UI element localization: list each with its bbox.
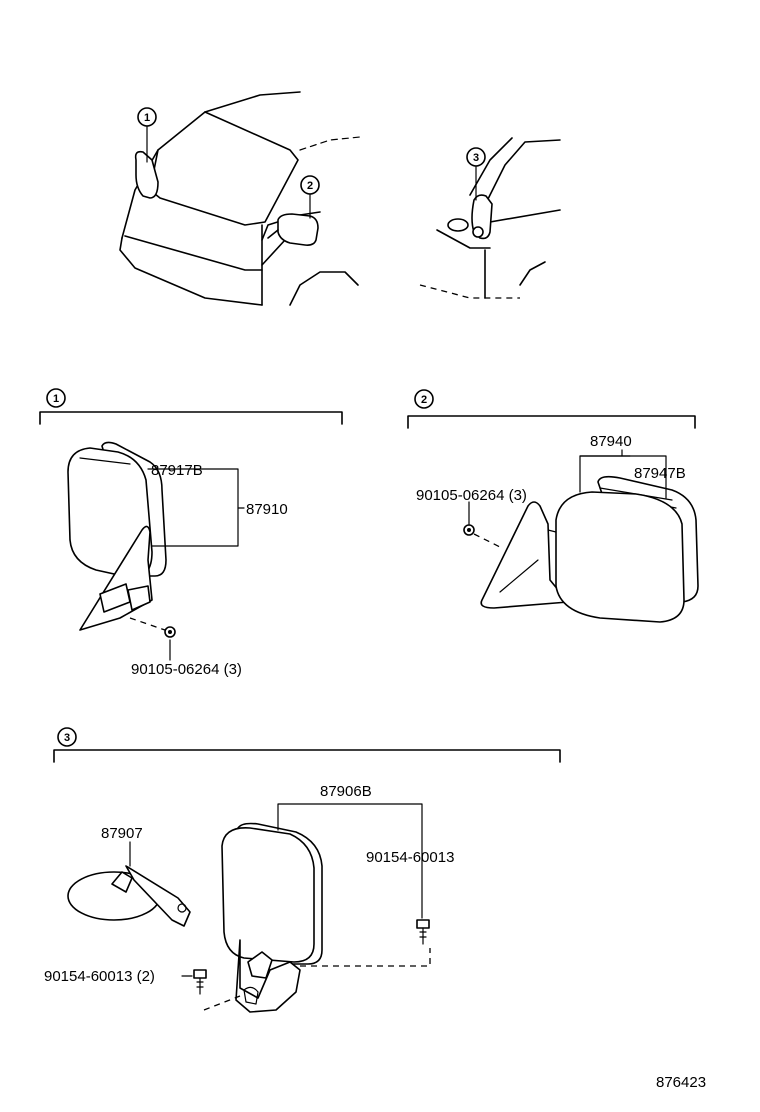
mirror-base-plate xyxy=(480,501,569,609)
section-3-bracket xyxy=(53,749,561,763)
part-87917B: 87917B xyxy=(151,462,203,479)
part-90154-60013: 90154-60013 xyxy=(366,849,454,866)
van-front-view xyxy=(119,91,361,306)
bolt-icon xyxy=(193,969,207,995)
round-mirror-87907 xyxy=(67,841,191,927)
callout-2-top-label: 2 xyxy=(307,180,313,192)
mirror-glass-87917B xyxy=(67,447,153,579)
section-1: 1 87917B 87910 90105-06264 (3) xyxy=(39,388,343,678)
bolt-icon xyxy=(416,919,430,945)
part-90105-06264-s1: 90105-06264 (3) xyxy=(131,661,242,678)
screw-icon xyxy=(463,524,475,536)
part-87907: 87907 xyxy=(101,825,143,842)
section-1-callout: 1 xyxy=(53,393,59,405)
section-3-callout: 3 xyxy=(64,732,70,744)
section-2-callout: 2 xyxy=(421,394,427,406)
section-3: 3 xyxy=(44,727,561,1013)
part-90154-60013-qty: 90154-60013 (2) xyxy=(44,968,155,985)
callout-3-top-label: 3 xyxy=(473,152,479,164)
part-87947B: 87947B xyxy=(634,465,686,482)
part-87906B: 87906B xyxy=(320,783,372,800)
part-87940: 87940 xyxy=(590,433,632,450)
section-1-bracket xyxy=(39,411,343,425)
van-side-detail xyxy=(419,137,561,299)
screw-icon xyxy=(164,626,176,638)
mirror-assembly-87906B xyxy=(221,822,323,1013)
part-90105-06264-s2: 90105-06264 (3) xyxy=(416,487,527,504)
section-2-bracket xyxy=(407,415,696,429)
part-87910: 87910 xyxy=(246,501,288,518)
section-2: 2 87940 87947B 90105-06264 (3) xyxy=(407,389,699,623)
callout-1-top: 1 xyxy=(137,107,157,163)
callout-2-top: 2 xyxy=(300,175,320,219)
figure-id: 876423 xyxy=(656,1074,706,1091)
callout-1-top-label: 1 xyxy=(144,112,150,124)
callout-3-top: 3 xyxy=(466,147,486,201)
mirror-glass-87947B xyxy=(555,491,685,623)
